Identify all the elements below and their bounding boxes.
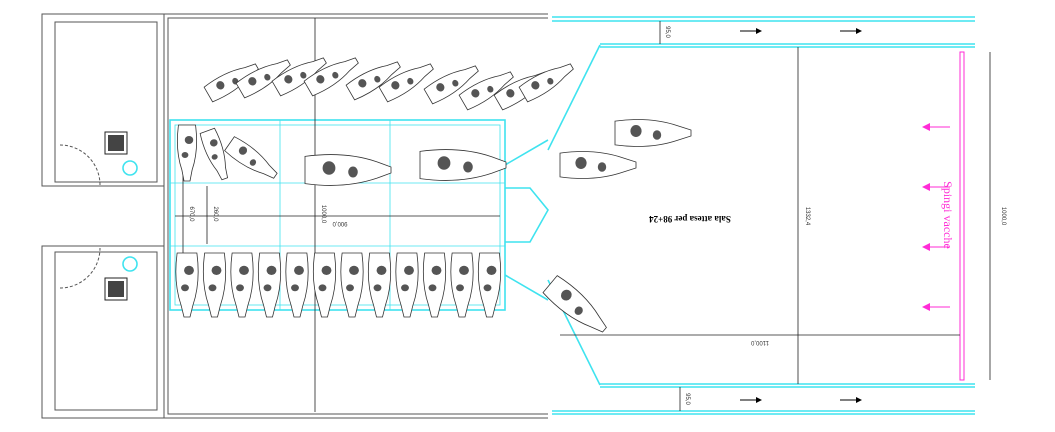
cow-icon [199, 127, 229, 181]
dim-total-length: 1000,0 [1000, 207, 1006, 226]
parlor-building [163, 13, 548, 419]
push-label: Spingi vacche [941, 181, 955, 249]
cow-icon [542, 275, 607, 333]
cow-icon [175, 252, 199, 318]
cow-icon [304, 154, 392, 186]
cow-icon [518, 63, 574, 103]
dim-pit-height: 1000,0 [320, 205, 326, 224]
cow-icon [395, 252, 419, 318]
cow-icon [303, 57, 359, 97]
cow-icon [271, 57, 327, 97]
cows [175, 57, 692, 333]
left-rooms [41, 13, 165, 419]
dim-alley-bottom: 95,0 [684, 393, 690, 405]
dim-pit-length: 900,0 [332, 220, 348, 226]
cow-icon [176, 124, 198, 182]
cow-icon [312, 252, 337, 318]
cow-icon [230, 252, 254, 318]
cow-icon [202, 252, 227, 318]
cow-icon [450, 252, 474, 318]
dim-pit-width: 260,0 [212, 206, 218, 222]
cow-icon [422, 252, 447, 318]
dim-waiting-length: 1100,0 [750, 339, 769, 345]
cow-icon [378, 63, 434, 103]
cow-icon [340, 252, 364, 318]
cow-icon [477, 252, 502, 318]
room-label: Sala attesa per 98+24 [649, 214, 731, 224]
flow-arrows [740, 28, 862, 403]
dim-alley-top: 95,0 [664, 26, 670, 38]
cow-icon [224, 136, 278, 179]
dim-waiting-width: 1332,4 [804, 207, 810, 226]
cow-icon [203, 63, 259, 103]
cow-icon [257, 252, 282, 318]
push-arrows [922, 123, 950, 311]
cow-icon [345, 61, 401, 101]
cow-icon [419, 149, 507, 181]
waiting-area-walls [547, 16, 975, 415]
cow-icon [458, 71, 514, 111]
cow-icon [423, 65, 479, 105]
cow-icon [367, 252, 392, 318]
cow-icon [285, 252, 309, 318]
dim-stall-width: 670,0 [188, 206, 194, 222]
cow-icon [235, 59, 291, 99]
cow-icon [559, 151, 637, 179]
cow-icon [614, 119, 692, 147]
